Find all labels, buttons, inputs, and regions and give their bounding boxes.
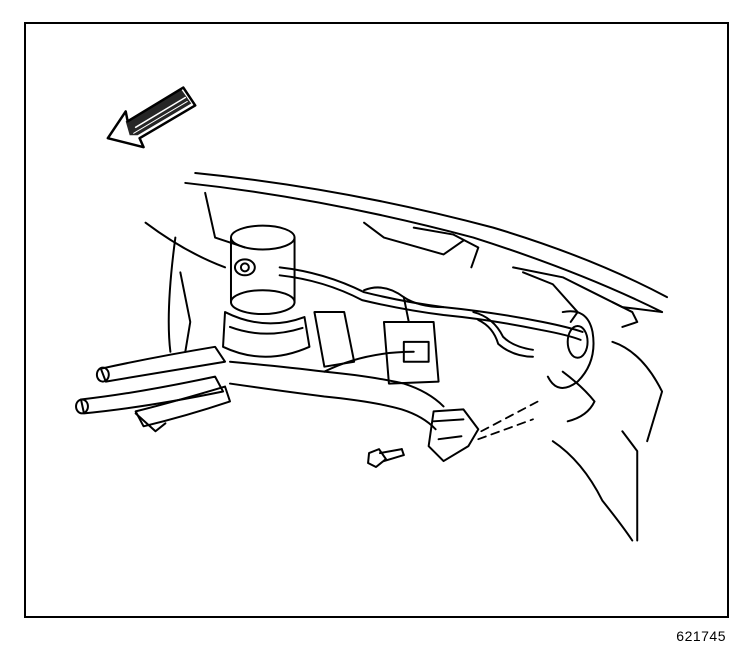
- alignment-dashed-line: [477, 400, 539, 441]
- right-fitting: [546, 310, 664, 443]
- figure-id-label: 621745: [676, 628, 726, 644]
- condenser-bracket: [313, 311, 440, 385]
- suction-hose: [228, 350, 445, 431]
- ac-upper-lines: [278, 266, 584, 358]
- accumulator: [222, 224, 311, 358]
- lower-body-contour: [167, 236, 639, 542]
- hose-block-fitting: [427, 408, 480, 463]
- ac-lower-hoses: [75, 345, 231, 433]
- engine-bay-line-drawing: [75, 86, 669, 542]
- illustration-frame: [24, 22, 729, 618]
- direction-arrow-icon: [106, 86, 197, 149]
- radiator-support: [144, 172, 669, 328]
- bolt-icon: [367, 448, 405, 468]
